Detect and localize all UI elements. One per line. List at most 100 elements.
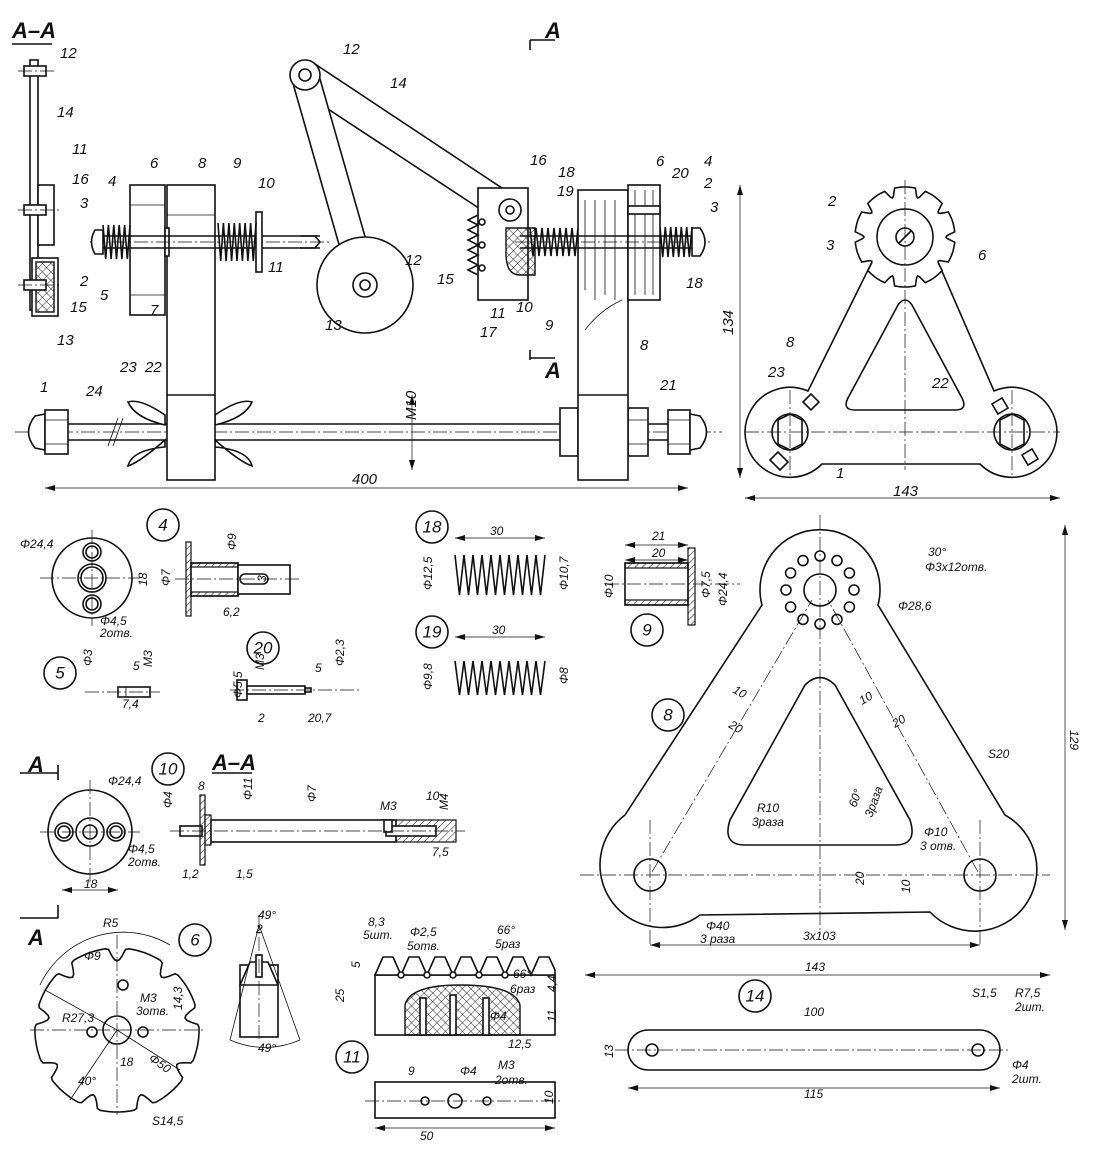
dimension-label: 13 xyxy=(602,1044,616,1058)
dimension-label: 10 xyxy=(857,689,876,708)
dimension-label: S14,5 xyxy=(152,1114,184,1128)
dimension-label: Φ4,5 xyxy=(100,614,127,628)
dimension-label: 1,5 xyxy=(236,867,253,881)
dimension-label: 3раза xyxy=(752,815,784,829)
dimension-label: 2отв. xyxy=(127,855,161,869)
dimension-label: 2шт. xyxy=(1011,1072,1042,1086)
part-callout: 3 xyxy=(826,237,835,254)
mounting-hole xyxy=(831,554,843,567)
dimension-label: 2отв. xyxy=(99,626,133,640)
dimension-label: 10 xyxy=(542,1090,556,1104)
dimension-label: 6раз xyxy=(510,982,536,996)
part-number-circle xyxy=(415,615,449,649)
part-callout: 22 xyxy=(931,375,949,392)
part-callout: 2 xyxy=(703,175,713,192)
part-callout: 12 xyxy=(343,41,360,58)
dimension-label: S20 xyxy=(988,747,1010,761)
threaded-rod-24 xyxy=(15,407,722,457)
part-number: 11 xyxy=(343,1048,361,1067)
part-callout: 12 xyxy=(405,252,422,269)
dimension-label: 5 xyxy=(315,661,322,675)
dimension-label: 2шт. xyxy=(1014,1000,1045,1014)
dimension-label: 3 раза xyxy=(700,932,736,946)
dimension-label: М3 xyxy=(498,1058,515,1072)
dimension-label: 10 xyxy=(899,879,913,893)
part-9-drawing xyxy=(605,547,740,626)
dimension-label: Φ7,5 xyxy=(699,571,713,598)
part-number: 8 xyxy=(663,706,673,725)
dimension-label: 9 xyxy=(408,1064,415,1078)
part-number-circle xyxy=(178,923,212,957)
dimension-label: М3 xyxy=(140,991,157,1005)
bolt-hole-circle xyxy=(780,550,860,630)
dimension-label: 49° xyxy=(258,1041,276,1055)
mounting-hole xyxy=(780,584,792,596)
part-callout: 2 xyxy=(827,193,837,210)
assembly-side-view xyxy=(744,180,1060,479)
mounting-hole xyxy=(843,601,856,613)
dimension-label: Φ9 xyxy=(84,949,101,963)
dimension-label: 5раз xyxy=(495,937,521,951)
part-4-drawing xyxy=(40,530,300,626)
spring-19 xyxy=(529,227,579,257)
dimension-label: Φ3х12отв. xyxy=(925,560,987,574)
part-callout: 143 xyxy=(893,483,919,500)
dimension-label: 5 xyxy=(349,961,363,968)
dimension-label: 100 xyxy=(804,1005,824,1019)
part-number: 14 xyxy=(746,987,765,1006)
part-callout: 10 xyxy=(258,175,275,192)
part-callout: 400 xyxy=(352,471,378,488)
dimension-label: 18 xyxy=(136,572,150,586)
dimension-label: 3 отв. xyxy=(920,839,956,853)
dimension-label: 66° xyxy=(497,923,515,937)
assembly-springs xyxy=(102,222,693,262)
dimension-label: 50 xyxy=(420,1129,434,1143)
dimension-label: 21 xyxy=(651,529,665,543)
dimension-label: 5отв. xyxy=(407,939,440,953)
spring-18 xyxy=(659,226,693,258)
dimension-label: 5шт. xyxy=(363,928,393,942)
dimension-label: 1,2 xyxy=(182,867,199,881)
part-callout: 13 xyxy=(57,332,74,349)
dimension-label: 2 xyxy=(257,711,265,725)
dimension-label: М3 xyxy=(380,799,397,813)
part-callout: 4 xyxy=(108,173,116,190)
dimension-label: 8 xyxy=(198,779,205,793)
dimension-label: Φ9,8 xyxy=(421,663,435,690)
dimension-label: 12,5 xyxy=(508,1037,532,1051)
dimension-label: 3 xyxy=(255,575,269,582)
part-number-circle xyxy=(151,752,185,786)
dimension-label: Φ11 xyxy=(241,778,255,801)
part-callout: M10 xyxy=(403,390,420,420)
frame-8-right xyxy=(515,39,712,481)
part-5-drawing xyxy=(85,686,160,698)
mounting-hole xyxy=(843,567,856,579)
dimension-label: 3х103 xyxy=(803,929,836,943)
part-8-drawing xyxy=(580,515,1050,945)
dimension-label: 3отв. xyxy=(136,1004,169,1018)
dimension-label: Φ4 xyxy=(161,791,175,808)
wing-nut-22 xyxy=(126,400,254,468)
dimension-label: R7,5 xyxy=(1015,986,1041,1000)
part-number-circle xyxy=(651,698,685,732)
part-number: 20 xyxy=(253,639,273,658)
dimension-label: 14,3 xyxy=(171,986,185,1010)
dimension-label: 5 xyxy=(133,659,140,673)
dimension-label: Φ4 xyxy=(1012,1058,1029,1072)
dimension-label: М3 xyxy=(253,653,267,670)
part-callout: 3 xyxy=(80,195,89,212)
dimension-label: Φ24,4 xyxy=(108,774,142,788)
part-callout: 6 xyxy=(656,153,665,170)
spring-10 xyxy=(217,222,257,262)
part-callout: 17 xyxy=(480,324,497,341)
assembly-dimensions xyxy=(45,185,1068,1131)
dimension-label: Φ4 xyxy=(460,1064,477,1078)
spring-19-detail xyxy=(454,660,546,696)
dimension-label: 7,4 xyxy=(122,697,139,711)
part-callout: 11 xyxy=(72,141,88,158)
part-callout: 11 xyxy=(490,305,506,322)
dimension-label: А xyxy=(27,925,44,950)
